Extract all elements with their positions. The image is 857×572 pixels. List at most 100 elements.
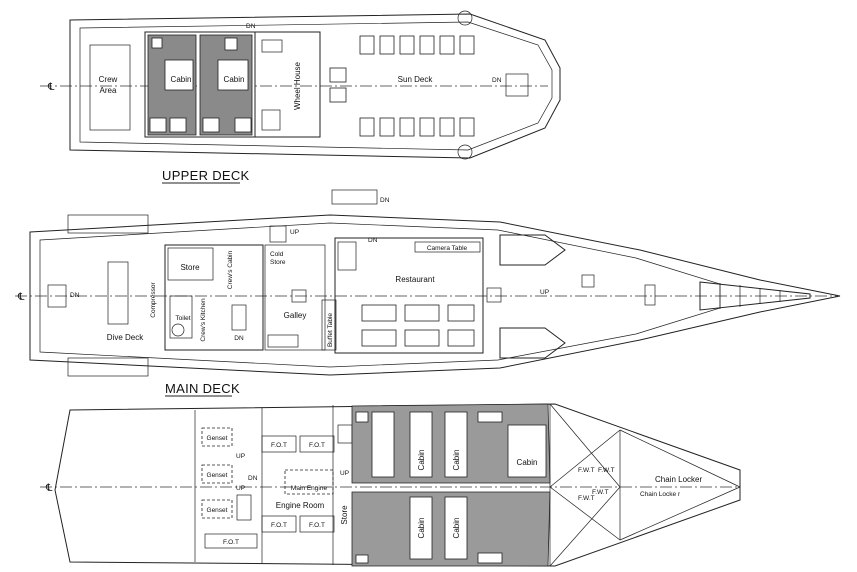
wheel-house-stair	[261, 109, 281, 131]
sun-deck-chairs-top	[359, 35, 475, 55]
lower-deck-outline	[54, 403, 741, 567]
fot-4-box	[299, 515, 335, 533]
restaurant-room	[334, 237, 484, 354]
restaurant-stair	[337, 241, 357, 271]
upper-deck-outline	[69, 13, 561, 159]
galley-sink	[291, 289, 307, 303]
fwt-4-label: F.W.T	[592, 489, 609, 496]
lower-cabin-2-label: Cabin	[452, 450, 461, 471]
wheel-house-label: Wheel House	[293, 61, 302, 110]
chain-locker-label-1: Chain Locker	[655, 475, 702, 484]
lifebuoy-top	[457, 10, 473, 26]
fwt-diag-2	[549, 429, 621, 488]
upper-cabin-1-label: Cabin	[171, 75, 192, 84]
fot-1-box	[261, 435, 297, 453]
aft-rail-top	[67, 214, 149, 234]
cabin-3-room	[444, 411, 468, 478]
fwt-3-label: F.W.T	[578, 495, 595, 502]
bunk-3	[202, 117, 220, 133]
cabin-2-toilet	[224, 37, 238, 51]
upper-dn-a: DN	[246, 23, 256, 30]
fot-2-box	[299, 435, 335, 453]
crews-kitchen-label: Crew's Kitchen	[200, 298, 207, 342]
compressor-label: Compressor	[150, 281, 157, 317]
bunk-2	[169, 117, 187, 133]
lower-stair-aft	[236, 494, 252, 521]
fot-1-label: F.O.T	[271, 442, 287, 449]
main-dn-rest: DN	[368, 237, 378, 244]
galley-block	[264, 244, 326, 351]
buffet-table	[321, 299, 337, 351]
lower-centerline-symbol: ℄	[45, 483, 53, 494]
buffet-table-label: Buffet Table	[327, 313, 334, 347]
main-engine-label: Main Engine	[291, 485, 328, 492]
crew-area-label-2: Area	[100, 86, 117, 95]
genset-2-label: Genset	[207, 472, 228, 479]
aft-rail-bottom	[67, 357, 149, 377]
lower-cabin-1-label: Cabin	[417, 450, 426, 471]
sun-deck-chairs-bottom	[359, 117, 475, 137]
lower-up-1: UP	[236, 453, 245, 460]
restaurant-tables	[361, 304, 475, 347]
main-dn-stair: DN	[234, 335, 244, 342]
toilet-bowl	[171, 323, 185, 337]
bowsprit	[699, 281, 811, 311]
engine-room-label: Engine Room	[276, 501, 325, 510]
chain-locker-diag-1	[619, 429, 741, 488]
chain-locker-diag-2	[619, 486, 741, 541]
crew-block	[164, 244, 264, 351]
dinghy-bottom	[499, 327, 566, 359]
cabin-1-floor	[164, 59, 194, 91]
fwt-diag-4	[549, 486, 621, 567]
fot-4-label: F.O.T	[309, 522, 325, 529]
lower-up-2: UP	[236, 485, 245, 492]
crews-cabin-label: Crew's Cabin	[227, 250, 234, 289]
aft-stair	[47, 284, 67, 308]
fot-5-box	[204, 533, 258, 549]
cabin-2-floor	[217, 59, 249, 91]
genset-3-label: Genset	[207, 507, 228, 514]
sun-deck-bench-1	[329, 67, 347, 83]
camera-table-label: Camera Table	[427, 245, 468, 252]
bunk-1	[149, 117, 167, 133]
fot-3-label: F.O.T	[271, 522, 287, 529]
main-top-stair	[331, 189, 378, 205]
wheel-house-box	[254, 31, 321, 138]
upper-deck-plan: ℄ Crew Area Cabin Cabin Wheel House DN	[40, 10, 561, 160]
fwt-diag-1	[549, 403, 621, 488]
main-centerline-symbol: ℄	[17, 292, 25, 303]
store-label: Store	[180, 263, 200, 272]
main-dn-aft: DN	[70, 292, 80, 299]
galley-label: Galley	[284, 311, 307, 320]
fot-2-label: F.O.T	[309, 442, 325, 449]
fot-3-box	[261, 515, 297, 533]
lower-stair-fwd	[337, 424, 353, 444]
cold-store-label-1: Cold	[270, 251, 284, 258]
cabin-6-room	[507, 424, 547, 478]
genset-3-box	[201, 499, 233, 519]
genset-1-box	[201, 427, 233, 447]
main-deck-outline	[29, 214, 841, 376]
crew-area-label-1: Crew	[99, 75, 118, 84]
cabin-4-room	[409, 496, 433, 560]
lower-up-3: UP	[340, 470, 349, 477]
store-room	[167, 247, 214, 281]
anchor-winch	[581, 274, 595, 288]
genset-1-label: Genset	[207, 435, 228, 442]
restaurant-label: Restaurant	[395, 275, 435, 284]
sun-deck-bench-2	[329, 87, 347, 103]
dinghy-top	[499, 234, 566, 266]
upper-deck-title: UPPER DECK	[162, 168, 250, 183]
genset-2-box	[201, 464, 233, 484]
fwd-door	[486, 287, 502, 303]
fwt-2-label: F.W.T	[598, 467, 615, 474]
fwd-bitt	[644, 284, 656, 306]
cabin-2-room	[409, 411, 433, 478]
lower-cabin-3-label: Cabin	[417, 518, 426, 539]
lower-dn: DN	[248, 475, 258, 482]
fot-5-label: F.O.T	[223, 539, 239, 546]
galley-stair	[269, 225, 287, 243]
lifebuoy-bottom	[457, 144, 473, 160]
main-dn-top: DN	[380, 197, 390, 204]
